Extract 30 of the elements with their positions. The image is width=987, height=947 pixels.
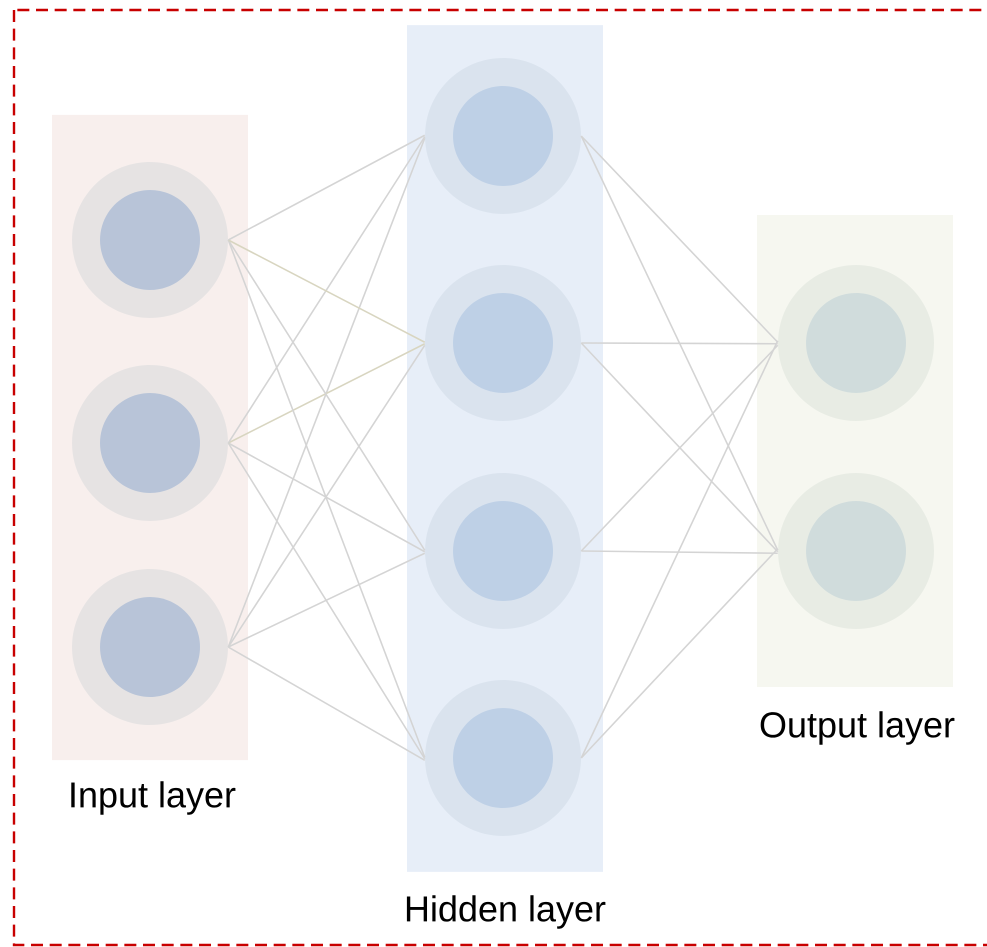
neuron-circle <box>778 265 934 421</box>
connection-line <box>228 343 426 444</box>
connection-line <box>228 239 426 343</box>
node-label: Output layer <box>760 711 954 745</box>
connection-line <box>228 138 426 648</box>
neuron-circle <box>425 473 581 629</box>
connection-line <box>228 442 426 552</box>
neuron-circle <box>425 58 581 214</box>
node-label: Input layer <box>71 781 236 815</box>
connection-line <box>580 340 778 758</box>
connection-line <box>581 550 778 554</box>
connection-line <box>228 240 426 551</box>
neuron-circle <box>778 473 934 629</box>
connection-line <box>580 548 778 759</box>
connection-line <box>228 646 426 761</box>
connection-line <box>228 552 426 648</box>
connection-line <box>228 344 426 648</box>
neuron-circle <box>425 680 581 836</box>
connection-line <box>580 135 778 343</box>
node-label: Hidden layer <box>406 895 606 929</box>
neuron-circle <box>72 569 228 725</box>
connection-line <box>228 136 426 444</box>
connection-line <box>228 240 426 758</box>
connection-line <box>580 136 778 551</box>
neuron-circle <box>72 365 228 521</box>
connection-line <box>228 442 426 760</box>
neuron-circle <box>425 265 581 421</box>
connection-line <box>228 134 426 241</box>
neuron-circle <box>72 162 228 318</box>
connection-line <box>581 342 778 345</box>
